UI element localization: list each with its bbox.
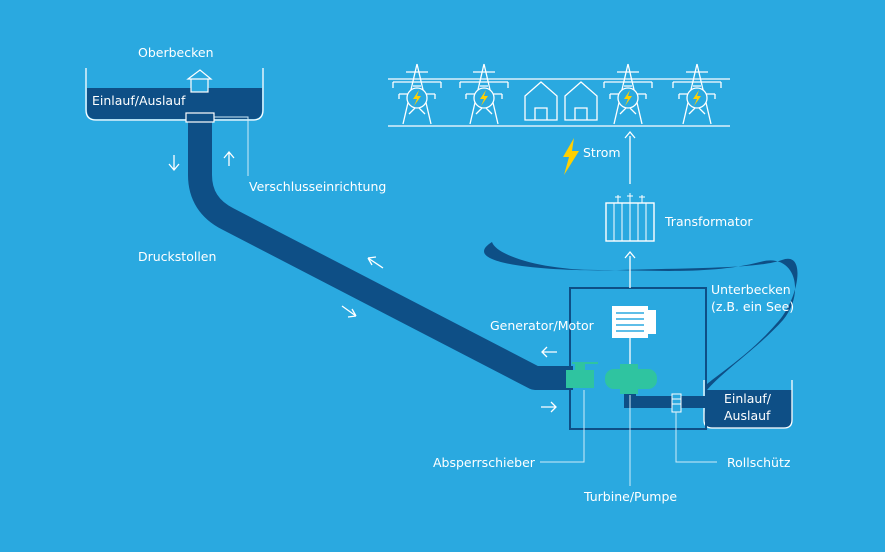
house-icon bbox=[524, 81, 558, 121]
roller-gate-label: Rollschütz bbox=[727, 455, 791, 470]
inlet-outlet-top-label: Einlauf/Auslauf bbox=[92, 93, 186, 108]
lightning-icon bbox=[563, 138, 579, 175]
inlet-structure bbox=[185, 112, 215, 123]
power-label: Strom bbox=[583, 145, 621, 160]
closure-device-label: Verschlusseinrichtung bbox=[249, 179, 386, 194]
upper-basin-label: Oberbecken bbox=[138, 45, 214, 60]
lower-basin-label-line2: (z.B. ein See) bbox=[711, 299, 794, 314]
generator-motor-label: Generator/Motor bbox=[490, 318, 595, 333]
roller-gate-icon bbox=[671, 393, 682, 413]
arrow-icon bbox=[624, 130, 636, 288]
power-grid bbox=[388, 63, 730, 127]
upper-basin bbox=[85, 68, 264, 121]
gate-valve-label: Absperrschieber bbox=[433, 455, 536, 470]
inlet-outlet-bottom-label-line2: Auslauf bbox=[724, 408, 771, 423]
pump-icon bbox=[605, 364, 657, 394]
transformer-label: Transformator bbox=[664, 214, 753, 229]
power-pylon-icon bbox=[406, 87, 708, 109]
turbine-pump-label: Turbine/Pumpe bbox=[583, 489, 677, 504]
inlet-outlet-bottom-label-line1: Einlauf/ bbox=[724, 391, 772, 406]
power-house bbox=[569, 287, 707, 430]
house-icon bbox=[564, 81, 598, 121]
pressure-tunnel-label: Druckstollen bbox=[138, 249, 216, 264]
leader-lines bbox=[214, 116, 717, 486]
lower-basin bbox=[484, 242, 798, 429]
flow-arrows bbox=[168, 150, 557, 413]
valve-icon bbox=[566, 362, 598, 388]
generator-icon bbox=[612, 306, 656, 338]
lower-basin-label-line1: Unterbecken bbox=[711, 282, 791, 297]
pressure-tunnel bbox=[188, 112, 573, 390]
transformer-icon bbox=[605, 193, 655, 242]
